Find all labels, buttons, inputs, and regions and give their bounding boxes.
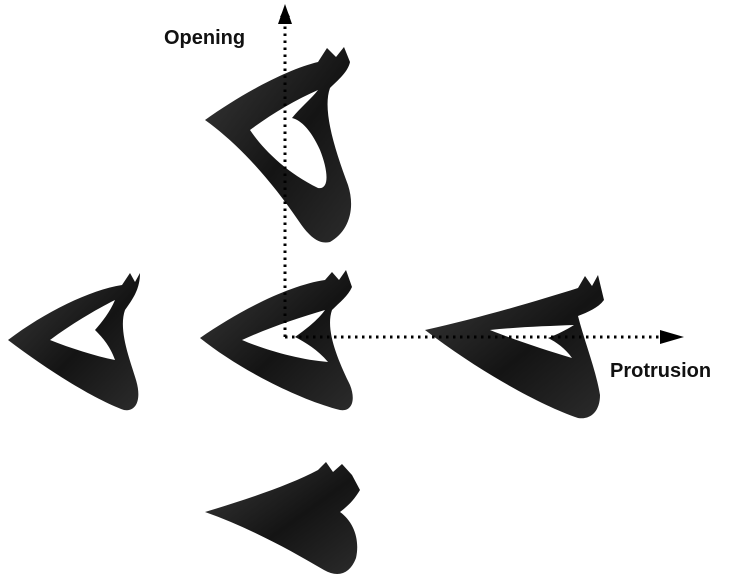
protrusion-axis (285, 330, 684, 344)
lips-protruded-shape (425, 275, 604, 419)
opening-arrow-icon (278, 4, 292, 24)
opening-axis (278, 4, 292, 337)
protrusion-arrow-icon (660, 330, 684, 344)
lips-neutral-center-shape (200, 270, 353, 411)
opening-axis-label: Opening (164, 27, 246, 49)
lips-neutral-left-shape (8, 273, 140, 411)
lips-opened-shape (205, 47, 352, 243)
protrusion-axis-label: Protrusion (610, 360, 712, 382)
lips-closed-shape (205, 462, 360, 574)
